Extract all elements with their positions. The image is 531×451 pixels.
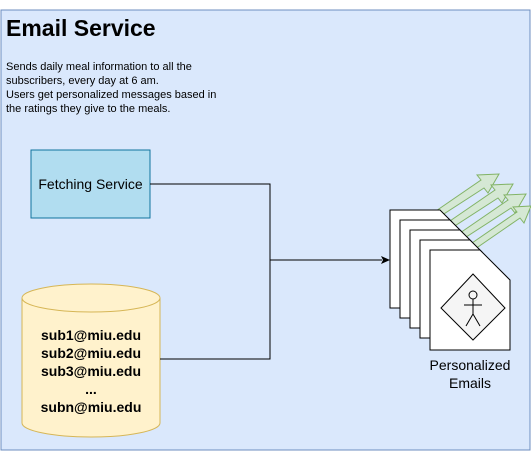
subscriber-entry: sub1@miu.edu bbox=[41, 327, 141, 343]
subscriber-entry: subn@miu.edu bbox=[40, 399, 142, 415]
subscriber-list: sub1@miu.edu sub2@miu.edu sub3@miu.edu .… bbox=[22, 326, 160, 416]
description-line: subscribers, every day at 6 am. bbox=[6, 75, 159, 87]
fetching-service-label: Fetching Service bbox=[38, 176, 143, 192]
description-line: Sends daily meal information to all the bbox=[6, 61, 192, 73]
subscriber-entry: sub3@miu.edu bbox=[41, 363, 141, 379]
glow-arrows-icon bbox=[432, 173, 531, 250]
emails-label-line: Personalized bbox=[429, 357, 511, 373]
connector-db bbox=[160, 260, 271, 360]
description-line: Users get personalized messages based in bbox=[6, 89, 217, 101]
subscriber-database[interactable] bbox=[21, 283, 161, 438]
service-description: Sends daily meal information to all the … bbox=[6, 60, 246, 116]
arrowhead-icon bbox=[381, 256, 390, 264]
fetching-service-box[interactable] bbox=[30, 149, 151, 219]
emails-label-line: Emails bbox=[448, 375, 491, 391]
stick-figure-icon bbox=[464, 290, 482, 327]
page-title: Email Service bbox=[6, 15, 156, 41]
description-line: the ratings they give to the meals. bbox=[6, 103, 171, 115]
connector-lines bbox=[150, 183, 382, 360]
subscriber-entry: sub2@miu.edu bbox=[41, 345, 141, 361]
personalized-emails-label: Personalized Emails bbox=[418, 356, 522, 392]
subscriber-entry: ... bbox=[85, 381, 97, 397]
connector-fetch bbox=[150, 183, 271, 260]
